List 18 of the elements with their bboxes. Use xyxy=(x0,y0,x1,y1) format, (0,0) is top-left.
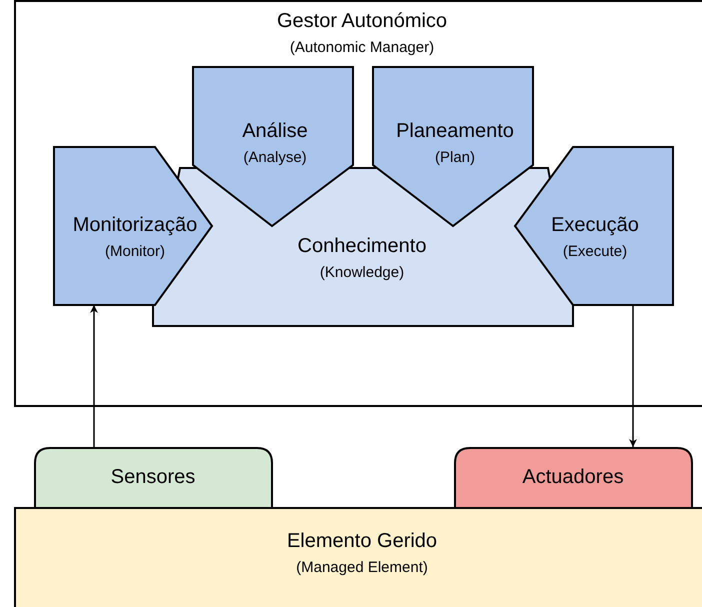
node-title: Elemento Gerido xyxy=(286,530,438,553)
arrow xyxy=(90,305,98,447)
node-title: Sensores xyxy=(110,466,196,489)
node-title: Actuadores xyxy=(522,466,624,489)
node-title: Monitorização xyxy=(72,214,198,237)
node-title: Execução xyxy=(551,214,639,237)
node-title: Gestor Autonómico xyxy=(276,10,448,33)
node-title: Planeamento xyxy=(396,120,514,143)
node-subtitle: (Autonomic Manager) xyxy=(288,39,436,56)
node-subtitle: (Analyse) xyxy=(242,149,308,166)
node-subtitle: (Managed Element) xyxy=(295,559,429,576)
node-subtitle: (Knowledge) xyxy=(318,264,406,281)
node-subtitle: (Plan) xyxy=(434,149,476,166)
arrow xyxy=(629,305,637,447)
node-subtitle: (Monitor) xyxy=(104,243,166,260)
node-title: Análise xyxy=(242,120,308,143)
node-subtitle: (Execute) xyxy=(562,243,628,260)
node-title: Conhecimento xyxy=(298,235,426,258)
